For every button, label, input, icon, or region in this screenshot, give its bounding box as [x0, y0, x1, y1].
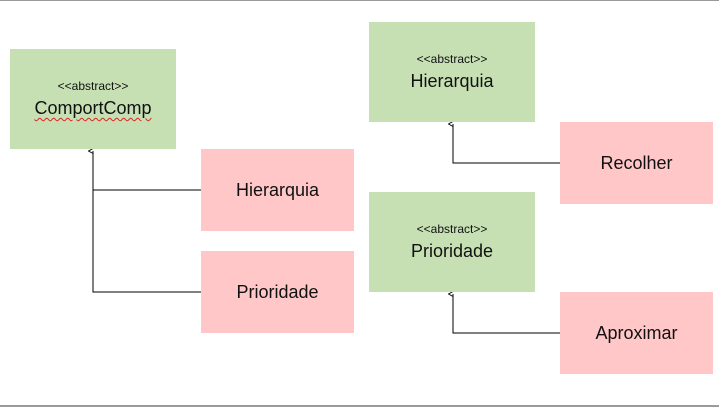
- class-name: ComportComp: [34, 98, 152, 118]
- bottom-border: [0, 405, 719, 407]
- prioridade-abstract-class-box: <<abstract>> Prioridade: [369, 192, 535, 292]
- connector-aproximar-to-prioridade: [453, 294, 560, 334]
- class-name: Aproximar: [595, 323, 678, 343]
- top-border: [0, 0, 719, 1]
- recolher-subclass-box: Recolher: [560, 122, 713, 204]
- class-name: Recolher: [600, 153, 673, 173]
- connector-recolher-to-hierarquia: [453, 124, 560, 164]
- hierarquia-abstract-class-box: <<abstract>> Hierarquia: [369, 22, 535, 122]
- class-name: Prioridade: [236, 282, 319, 302]
- class-name: Hierarquia: [410, 71, 494, 91]
- aproximar-subclass-box: Aproximar: [560, 292, 713, 374]
- stereotype-label: <<abstract>>: [416, 52, 488, 66]
- stereotype-label: <<abstract>>: [416, 222, 488, 236]
- class-name: Hierarquia: [235, 180, 320, 200]
- stereotype-label: <<abstract>>: [57, 79, 129, 93]
- comportcomp-class-box: <<abstract>> ComportComp: [10, 49, 176, 149]
- prioridade-subclass-box: Prioridade: [201, 251, 354, 333]
- class-name: Prioridade: [410, 241, 494, 261]
- hierarquia-subclass-box: Hierarquia: [201, 149, 354, 231]
- connector-hierarquia-to-comportcomp: [93, 151, 201, 191]
- connector-prioridade-to-comportcomp: [92, 190, 201, 293]
